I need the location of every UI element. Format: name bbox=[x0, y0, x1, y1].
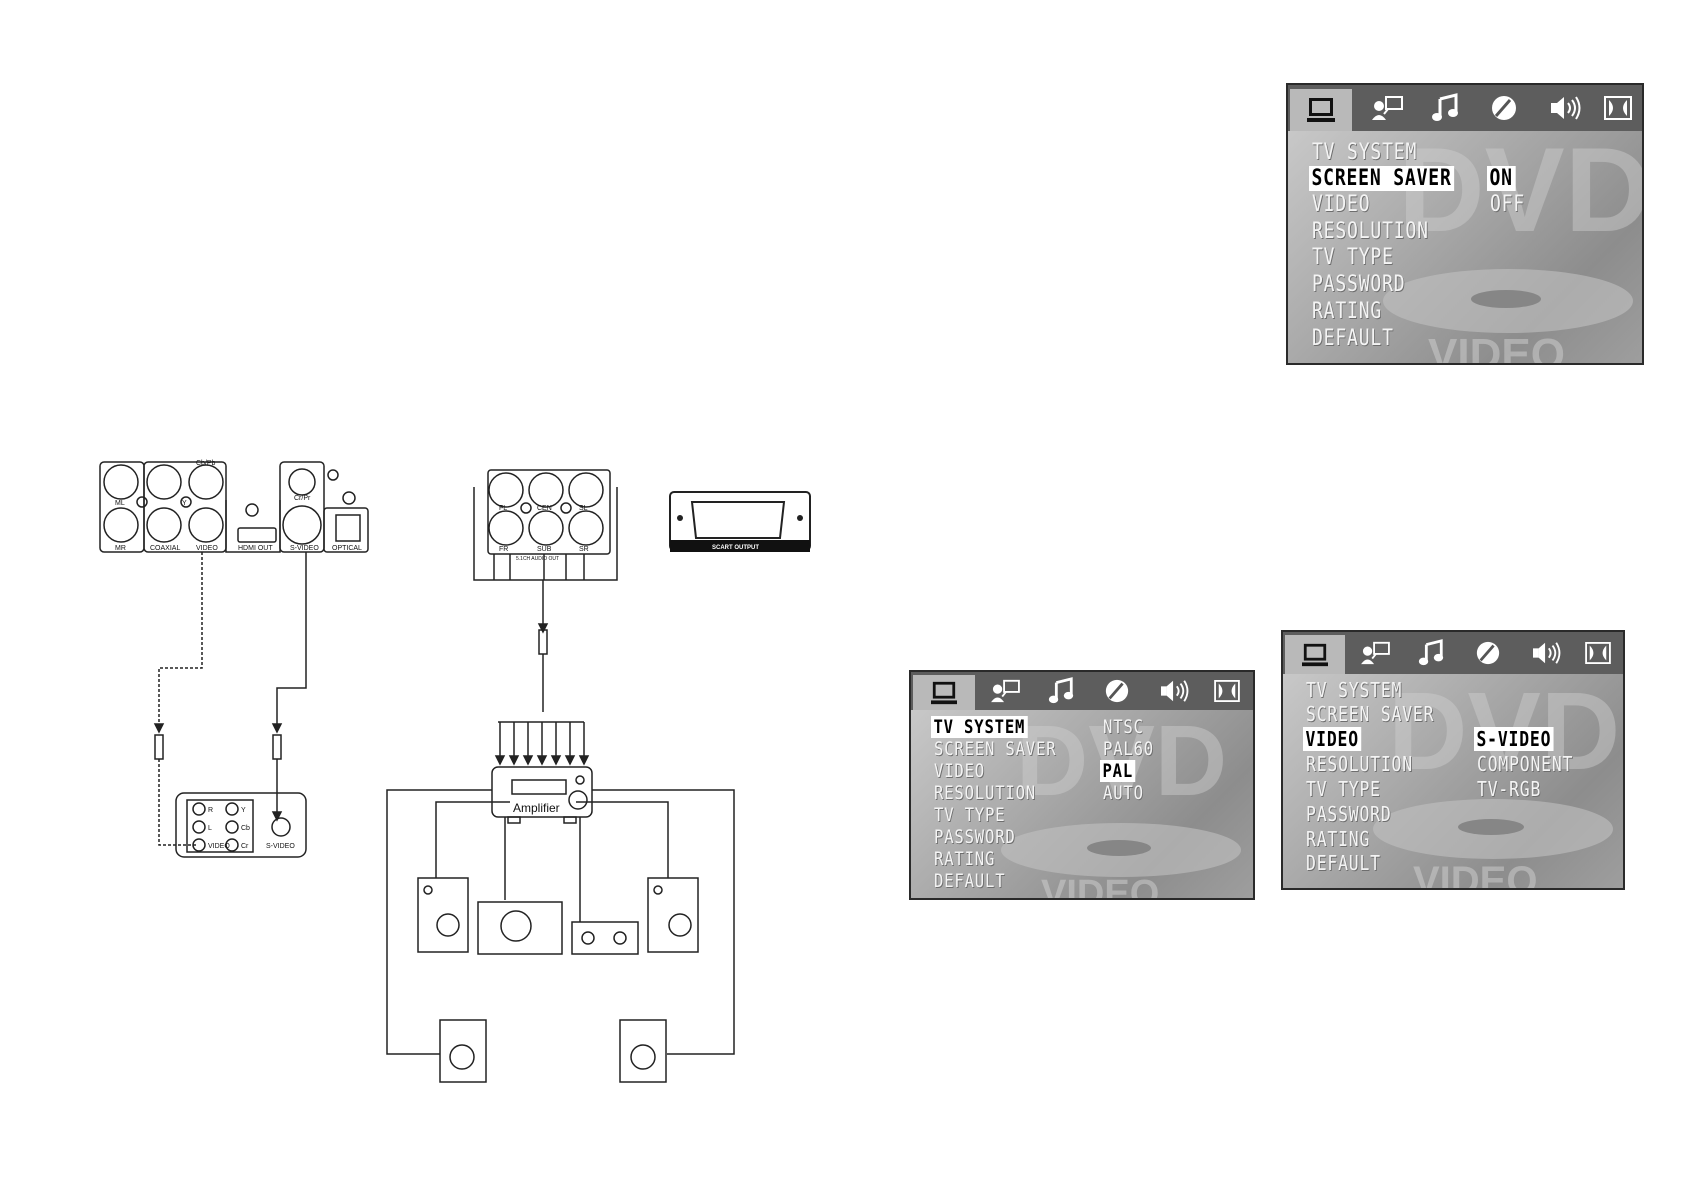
label-optical: OPTICAL bbox=[332, 545, 362, 552]
music-note-icon[interactable] bbox=[1416, 85, 1474, 131]
music-note-icon[interactable] bbox=[1403, 632, 1459, 674]
tv-label-y: Y bbox=[241, 807, 246, 814]
dvd-logo-background: DVD VIDEO bbox=[1383, 131, 1642, 363]
menu-item-video[interactable]: VIDEO bbox=[1303, 727, 1362, 751]
label-cr: Cr/Pr bbox=[294, 495, 311, 502]
player-back-panel bbox=[99, 461, 369, 553]
option-pal60[interactable]: PAL60 bbox=[1103, 738, 1155, 760]
osd-menu-tv-system: DVD VIDEO TV SYSTEM SCREEN SAVER VIDEO R… bbox=[909, 670, 1255, 900]
option-auto[interactable]: AUTO bbox=[1103, 782, 1144, 804]
speaker-person-icon[interactable] bbox=[1347, 632, 1403, 674]
osd-tab-bar bbox=[1288, 85, 1642, 131]
osd-menu-video: DVD VIDEO TV SYSTEM SCREEN SAVER VIDEO R… bbox=[1281, 630, 1625, 890]
scart-connector bbox=[669, 491, 811, 552]
ao-label-fl: FL bbox=[499, 505, 507, 512]
tv-icon[interactable] bbox=[1290, 89, 1352, 131]
svg-text:DVD: DVD bbox=[1398, 131, 1642, 257]
tv-label-svideo: S-VIDEO bbox=[266, 843, 295, 850]
dvd-logo-background: DVD VIDEO bbox=[1373, 674, 1620, 888]
label-cb: Cb/Pb bbox=[196, 460, 216, 467]
volume-icon[interactable] bbox=[1145, 672, 1203, 710]
osd-panel: DVD VIDEO TV SYSTEM SCREEN SAVER VIDEO R… bbox=[1283, 674, 1623, 888]
menu-item-tv-system[interactable]: TV SYSTEM bbox=[1306, 678, 1403, 702]
label-hdmi: HDMI OUT bbox=[238, 545, 273, 552]
option-component[interactable]: COMPONENT bbox=[1477, 752, 1574, 776]
tv-icon[interactable] bbox=[1285, 635, 1345, 674]
option-tv-rgb[interactable]: TV-RGB bbox=[1477, 777, 1542, 801]
menu-item-screen-saver[interactable]: SCREEN SAVER bbox=[1309, 166, 1455, 191]
option-ntsc[interactable]: NTSC bbox=[1103, 716, 1144, 738]
tv-label-video: VIDEO bbox=[208, 843, 230, 850]
menu-item-resolution[interactable]: RESOLUTION bbox=[1306, 752, 1413, 776]
menu-item-tv-system[interactable]: TV SYSTEM bbox=[1312, 140, 1418, 165]
volume-icon[interactable] bbox=[1534, 85, 1596, 131]
menu-item-resolution[interactable]: RESOLUTION bbox=[1312, 219, 1429, 244]
osd-panel: DVD VIDEO TV SYSTEM SCREEN SAVER VIDEO R… bbox=[911, 710, 1253, 898]
label-mr: MR bbox=[115, 545, 126, 552]
scart-label: SCART OUTPUT bbox=[712, 545, 759, 551]
menu-item-video[interactable]: VIDEO bbox=[934, 760, 986, 782]
amplifier bbox=[491, 766, 593, 824]
ao-label-sl: SL bbox=[579, 505, 588, 512]
dvd-disc-icon[interactable] bbox=[1474, 85, 1534, 131]
menu-item-rating[interactable]: RATING bbox=[1306, 827, 1371, 851]
ao-label-sub: SUB bbox=[537, 546, 552, 553]
menu-item-rating[interactable]: RATING bbox=[934, 848, 996, 870]
menu-item-password[interactable]: PASSWORD bbox=[934, 826, 1016, 848]
osd-panel: DVD VIDEO TV SYSTEM SCREEN SAVER VIDEO R… bbox=[1288, 131, 1642, 363]
option-pal[interactable]: PAL bbox=[1100, 760, 1136, 782]
connection-diagram: ML MR Y Cb/Pb Cr/Pr COAXIAL VIDEO HDMI O… bbox=[99, 460, 811, 1083]
speaker-person-icon[interactable] bbox=[1358, 85, 1416, 131]
dvd-disc-icon[interactable] bbox=[1089, 672, 1145, 710]
option-s-video[interactable]: S-VIDEO bbox=[1474, 727, 1554, 751]
dolby-icon[interactable] bbox=[1203, 672, 1251, 710]
tv-label-cr: Cr bbox=[241, 843, 249, 850]
ao-label-sr: SR bbox=[579, 546, 589, 553]
menu-item-resolution[interactable]: RESOLUTION bbox=[934, 782, 1037, 804]
speaker-person-icon[interactable] bbox=[977, 672, 1033, 710]
dvd-disc-icon[interactable] bbox=[1459, 632, 1517, 674]
svg-text:VIDEO: VIDEO bbox=[1413, 859, 1537, 888]
menu-item-password[interactable]: PASSWORD bbox=[1306, 802, 1392, 826]
menu-item-screen-saver[interactable]: SCREEN SAVER bbox=[1306, 702, 1435, 726]
label-ml: ML bbox=[115, 500, 125, 507]
label-coaxial: COAXIAL bbox=[150, 545, 180, 552]
menu-item-tv-type[interactable]: TV TYPE bbox=[1306, 777, 1381, 801]
label-video: VIDEO bbox=[196, 545, 218, 552]
volume-icon[interactable] bbox=[1517, 632, 1575, 674]
menu-item-default[interactable]: DEFAULT bbox=[934, 870, 1006, 892]
menu-item-default[interactable]: DEFAULT bbox=[1312, 326, 1394, 351]
tv-panel bbox=[175, 792, 307, 858]
tv-icon[interactable] bbox=[913, 675, 975, 710]
ao-label-title: 5.1CH AUDIO OUT bbox=[516, 556, 559, 562]
menu-item-tv-type[interactable]: TV TYPE bbox=[934, 804, 1006, 826]
dvd-logo-background: DVD VIDEO bbox=[1001, 710, 1241, 898]
label-svideo: S-VIDEO bbox=[290, 545, 319, 552]
dolby-icon[interactable] bbox=[1575, 632, 1621, 674]
menu-item-password[interactable]: PASSWORD bbox=[1312, 272, 1406, 297]
menu-item-screen-saver[interactable]: SCREEN SAVER bbox=[934, 738, 1057, 760]
amplifier-label: Amplifier bbox=[513, 801, 560, 815]
svg-text:VIDEO: VIDEO bbox=[1428, 330, 1565, 363]
option-off[interactable]: OFF bbox=[1490, 192, 1526, 217]
osd-tab-bar bbox=[911, 672, 1253, 710]
option-on[interactable]: ON bbox=[1487, 166, 1516, 191]
ao-label-fr: FR bbox=[499, 546, 508, 553]
svg-text:VIDEO: VIDEO bbox=[1041, 873, 1159, 898]
osd-menu-screen-saver: DVD VIDEO TV SYSTEM SCREEN SAVER VIDEO R… bbox=[1286, 83, 1644, 365]
menu-item-tv-type[interactable]: TV TYPE bbox=[1312, 245, 1394, 270]
label-y: Y bbox=[182, 500, 187, 507]
menu-item-tv-system[interactable]: TV SYSTEM bbox=[931, 716, 1028, 738]
osd-tab-bar bbox=[1283, 632, 1623, 674]
audio-out-panel bbox=[473, 469, 618, 581]
dolby-icon[interactable] bbox=[1596, 85, 1640, 131]
tv-label-cb: Cb bbox=[241, 825, 250, 832]
menu-item-video[interactable]: VIDEO bbox=[1312, 192, 1371, 217]
ao-label-cen: CEN bbox=[537, 505, 552, 512]
tv-label-r: R bbox=[208, 807, 213, 814]
tv-label-l: L bbox=[208, 825, 212, 832]
music-note-icon[interactable] bbox=[1033, 672, 1089, 710]
menu-item-rating[interactable]: RATING bbox=[1312, 299, 1383, 324]
menu-item-default[interactable]: DEFAULT bbox=[1306, 851, 1381, 875]
